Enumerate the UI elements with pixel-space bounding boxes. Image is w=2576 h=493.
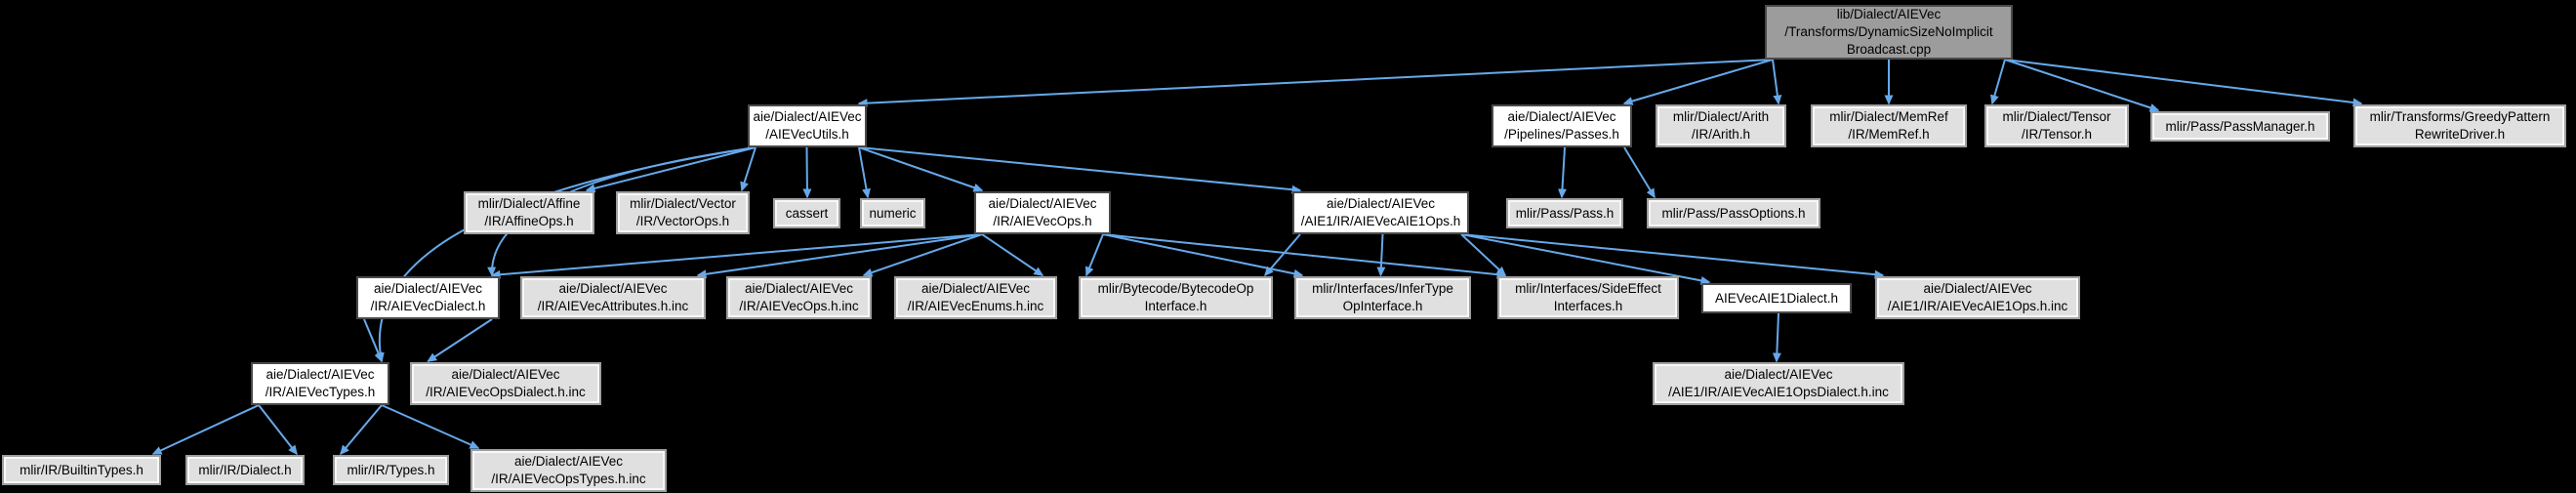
graph-node-label: aie/Dialect/AIEVec /AIE1/IR/AIEVecAIE1Op… <box>1887 281 2068 313</box>
graph-node-attrs_inc: aie/Dialect/AIEVec /IR/AIEVecAttributes.… <box>520 276 706 319</box>
graph-node-label: mlir/Bytecode/BytecodeOp Interface.h <box>1097 281 1254 313</box>
graph-node-enums_inc: aie/Dialect/AIEVec /IR/AIEVecEnums.h.inc <box>894 276 1057 319</box>
graph-node-label: mlir/Dialect/MemRef /IR/MemRef.h <box>1829 109 1948 142</box>
graph-node-label: AIEVecAIE1Dialect.h <box>1714 290 1839 306</box>
include-edge-aievec_types-to-ops_types_inc <box>381 404 480 449</box>
graph-node-pass_h: mlir/Pass/Pass.h <box>1506 198 1623 228</box>
graph-node-label: aie/Dialect/AIEVec /Pipelines/Passes.h <box>1504 109 1619 142</box>
graph-node-label: mlir/Transforms/GreedyPattern RewriteDri… <box>2369 109 2551 142</box>
graph-node-label: mlir/Pass/Pass.h <box>1515 205 1615 221</box>
graph-node-cassert: cassert <box>773 198 840 228</box>
include-edge-aievec_ops-to-bytecode <box>1085 233 1104 277</box>
graph-node-label: mlir/Pass/PassOptions.h <box>1661 205 1806 221</box>
include-edge-aievec_utils-to-aie1_ops <box>858 146 1302 194</box>
graph-node-dynamic_cpp: lib/Dialect/AIEVec /Transforms/DynamicSi… <box>1765 5 2013 60</box>
include-edge-aievec_utils-to-cassert <box>802 146 812 199</box>
include-edge-aie1_ops-to-bytecode <box>1264 233 1301 277</box>
graph-node-label: aie/Dialect/AIEVec /IR/AIEVecTypes.h <box>265 367 376 399</box>
graph-node-affine: mlir/Dialect/Affine /IR/AffineOps.h <box>464 191 594 234</box>
include-edge-aie1_ops-to-aie1_ops_inc <box>1460 233 1885 279</box>
graph-node-aievec_types[interactable]: aie/Dialect/AIEVec /IR/AIEVecTypes.h <box>251 362 389 405</box>
include-edge-dynamic_cpp-to-aievec_utils <box>857 59 1774 108</box>
include-edge-aievec_utils-to-aievec_types <box>375 146 756 363</box>
graph-node-label: aie/Dialect/AIEVec /IR/AIEVecDialect.h <box>370 281 486 313</box>
graph-node-label: lib/Dialect/AIEVec /Transforms/DynamicSi… <box>1784 7 1993 57</box>
graph-node-sideeffect: mlir/Interfaces/SideEffect Interfaces.h <box>1497 276 1679 319</box>
graph-node-aievec_ops[interactable]: aie/Dialect/AIEVec /IR/AIEVecOps.h <box>974 191 1111 234</box>
graph-node-aie1_ops[interactable]: aie/Dialect/AIEVec /AIE1/IR/AIEVecAIE1Op… <box>1292 191 1469 234</box>
include-edge-aie1_ops-to-infertype <box>1376 233 1386 277</box>
include-edge-aievec_utils-to-affine <box>585 146 756 193</box>
graph-node-label: aie/Dialect/AIEVec /AIE1/IR/AIEVecAIE1Op… <box>1668 367 1889 399</box>
include-edge-dynamic_cpp-to-arith <box>1772 59 1782 105</box>
graph-node-label: aie/Dialect/AIEVec /IR/AIEVecOps.h <box>988 196 1097 228</box>
graph-node-aievec_dialect[interactable]: aie/Dialect/AIEVec /IR/AIEVecDialect.h <box>356 276 500 319</box>
graph-node-aie1_ops_dialect_inc: aie/Dialect/AIEVec /AIE1/IR/AIEVecAIE1Op… <box>1653 362 1904 405</box>
graph-node-bytecode: mlir/Bytecode/BytecodeOp Interface.h <box>1079 276 1273 319</box>
include-edge-aievec_types-to-dialect_h <box>258 404 298 456</box>
graph-node-label: mlir/Dialect/Arith /IR/Arith.h <box>1672 109 1770 142</box>
graph-node-label: numeric <box>869 205 917 221</box>
graph-node-passmanager: mlir/Pass/PassManager.h <box>2150 111 2330 142</box>
graph-node-label: mlir/IR/Types.h <box>347 462 435 477</box>
graph-node-greedy: mlir/Transforms/GreedyPattern RewriteDri… <box>2353 104 2566 147</box>
include-edge-aie1_ops-to-aie1_dialect <box>1460 233 1711 285</box>
graph-node-label: mlir/Dialect/Affine /IR/AffineOps.h <box>477 196 581 228</box>
graph-node-label: aie/Dialect/AIEVec /IR/AIEVecEnums.h.inc <box>907 281 1044 313</box>
include-edge-aie1_dialect-to-aie1_ops_dialect_inc <box>1772 312 1781 363</box>
graph-node-label: aie/Dialect/AIEVec /IR/AIEVecOpsTypes.h.… <box>491 454 646 486</box>
graph-node-label: aie/Dialect/AIEVec /IR/AIEVecOps.h.inc <box>739 281 859 313</box>
graph-node-label: mlir/IR/Dialect.h <box>198 462 292 477</box>
include-edge-aievec_utils-to-numeric <box>858 146 871 199</box>
graph-node-label: mlir/Interfaces/SideEffect Interfaces.h <box>1515 281 1661 313</box>
include-edge-aievec_ops-to-enums_inc <box>981 233 1044 276</box>
include-edge-aievec_ops-to-ops_inc <box>862 233 983 277</box>
include-edge-aievec_ops-to-attrs_inc <box>696 233 983 279</box>
graph-node-tensor: mlir/Dialect/Tensor /IR/Tensor.h <box>1984 104 2129 147</box>
graph-node-dialect_h: mlir/IR/Dialect.h <box>185 455 305 485</box>
include-edge-pipelines_passes-to-passoptions <box>1623 146 1656 199</box>
include-edge-aievec_ops-to-aievec_dialect <box>490 233 983 279</box>
graph-node-label: mlir/Pass/PassManager.h <box>2165 118 2315 134</box>
graph-node-passoptions: mlir/Pass/PassOptions.h <box>1647 198 1820 228</box>
include-edge-aievec_dialect-to-aievec_types <box>363 318 383 363</box>
graph-node-ops_inc: aie/Dialect/AIEVec /IR/AIEVecOps.h.inc <box>726 276 872 319</box>
graph-node-label: mlir/Dialect/Tensor /IR/Tensor.h <box>2002 109 2111 142</box>
graph-node-numeric: numeric <box>860 198 925 228</box>
include-edge-dynamic_cpp-to-passmanager <box>2004 59 2160 112</box>
include-edge-aievec_types-to-builtintypes <box>151 404 260 455</box>
graph-node-label: aie/Dialect/AIEVec /IR/AIEVecOpsDialect.… <box>426 367 586 399</box>
graph-node-types_h: mlir/IR/Types.h <box>333 455 449 485</box>
graph-node-infertype: mlir/Interfaces/InferType OpInterface.h <box>1294 276 1471 319</box>
graph-node-label: mlir/Interfaces/InferType OpInterface.h <box>1312 281 1453 313</box>
include-edge-dynamic_cpp-to-tensor <box>1990 59 2006 105</box>
graph-node-builtintypes: mlir/IR/BuiltinTypes.h <box>2 455 161 485</box>
graph-node-label: cassert <box>785 205 829 221</box>
include-edge-aievec_types-to-types_h <box>340 404 383 456</box>
graph-node-aie1_ops_inc: aie/Dialect/AIEVec /AIE1/IR/AIEVecAIE1Op… <box>1875 276 2080 319</box>
graph-node-label: mlir/IR/BuiltinTypes.h <box>20 462 143 477</box>
graph-node-label: aie/Dialect/AIEVec /IR/AIEVecAttributes.… <box>537 281 689 313</box>
graph-node-pipelines_passes[interactable]: aie/Dialect/AIEVec /Pipelines/Passes.h <box>1492 104 1632 147</box>
include-edge-dynamic_cpp-to-pipelines_passes <box>1622 59 1774 105</box>
include-edge-aievec_dialect-to-ops_dialect_inc <box>427 318 493 362</box>
include-edge-aievec_utils-to-aievec_ops <box>858 146 984 192</box>
graph-node-ops_types_inc: aie/Dialect/AIEVec /IR/AIEVecOpsTypes.h.… <box>470 449 667 492</box>
include-edge-aievec_utils-to-vector <box>740 146 756 192</box>
graph-node-ops_dialect_inc: aie/Dialect/AIEVec /IR/AIEVecOpsDialect.… <box>410 362 601 405</box>
graph-node-aie1_dialect[interactable]: AIEVecAIE1Dialect.h <box>1701 283 1852 313</box>
graph-node-memref: mlir/Dialect/MemRef /IR/MemRef.h <box>1811 104 1967 147</box>
include-edge-dynamic_cpp-to-greedy <box>2004 59 2363 107</box>
graph-node-label: aie/Dialect/AIEVec /AIEVecUtils.h <box>753 109 862 142</box>
graph-node-label: aie/Dialect/AIEVec /AIE1/IR/AIEVecAIE1Op… <box>1300 196 1461 228</box>
include-edge-aievec_ops-to-sideeffect <box>1102 233 1507 279</box>
graph-node-arith: mlir/Dialect/Arith /IR/Arith.h <box>1656 104 1786 147</box>
graph-node-label: mlir/Dialect/Vector /IR/VectorOps.h <box>630 196 736 228</box>
include-edge-pipelines_passes-to-pass_h <box>1558 146 1567 199</box>
graph-node-aievec_utils[interactable]: aie/Dialect/AIEVec /AIEVecUtils.h <box>748 104 867 147</box>
include-edge-aie1_ops-to-sideeffect <box>1460 233 1507 277</box>
graph-node-vector: mlir/Dialect/Vector /IR/VectorOps.h <box>616 191 750 234</box>
include-edge-aievec_ops-to-infertype <box>1102 233 1304 278</box>
